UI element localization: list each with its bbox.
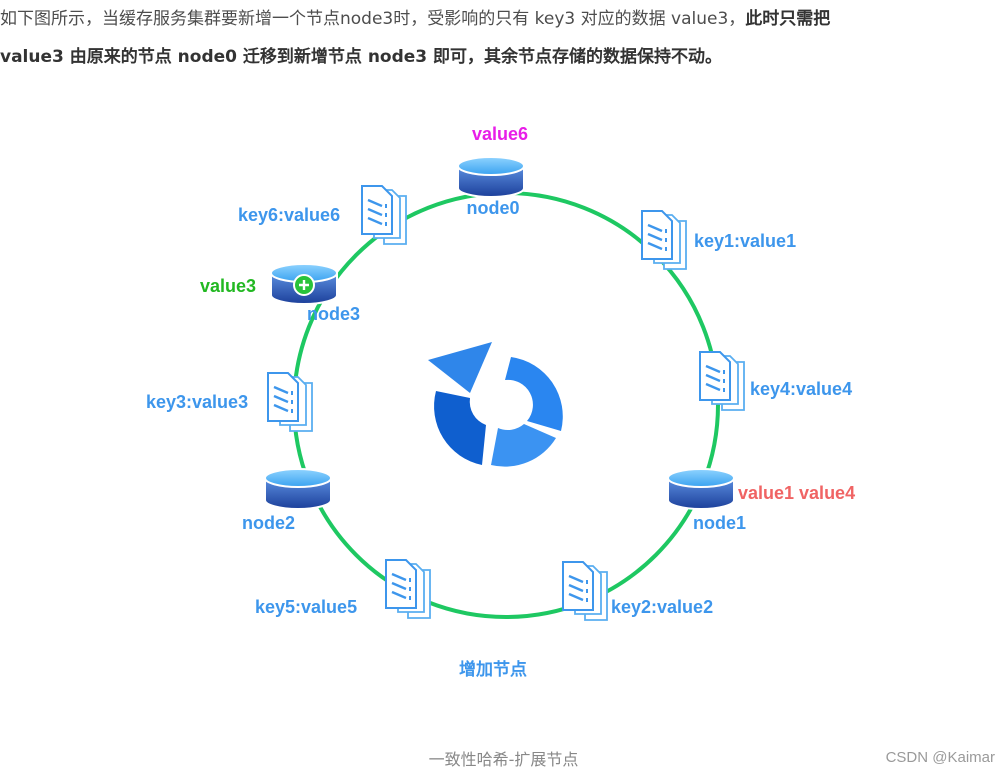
- node1-value-label: value1 value4: [738, 483, 855, 503]
- paragraph-bold-text-2: value3 由原来的节点 node0 迁移到新增节点 node3 即可，其余节…: [0, 47, 723, 67]
- key2-document-icon: [561, 560, 609, 622]
- description-paragraph: 如下图所示，当缓存服务集群要新增一个节点node3时，受影响的只有 key3 对…: [0, 0, 1005, 76]
- paragraph-line-2: value3 由原来的节点 node0 迁移到新增节点 node3 即可，其余节…: [0, 38, 1005, 76]
- key2-label: key2:value2: [611, 597, 713, 617]
- node3-database-icon: [270, 263, 338, 305]
- node0-database-icon: [457, 156, 525, 198]
- watermark: CSDN @Kaimar: [885, 749, 995, 766]
- node3-value-label: value3: [200, 276, 256, 296]
- node1-database-icon: [667, 468, 735, 510]
- key1-label: key1:value1: [694, 231, 796, 251]
- key3-document-icon: [266, 371, 314, 433]
- node2-database-icon: [264, 468, 332, 510]
- diagram-subtitle: 增加节点: [459, 659, 527, 680]
- key1-document-icon: [640, 209, 688, 271]
- node1-label: node1: [693, 513, 746, 533]
- key5-label: key5:value5: [255, 597, 357, 617]
- node0-label: node0: [466, 198, 519, 218]
- node2-label: node2: [242, 513, 295, 533]
- paragraph-bold-text: 此时只需把: [745, 9, 831, 29]
- key4-label: key4:value4: [750, 379, 852, 399]
- key6-label: key6:value6: [238, 205, 340, 225]
- node0-value-label: value6: [472, 124, 528, 144]
- figure-caption: 一致性哈希-扩展节点: [428, 750, 579, 769]
- node3-label: node3: [307, 304, 360, 324]
- key3-label: key3:value3: [146, 392, 248, 412]
- key5-document-icon: [384, 558, 432, 620]
- key6-document-icon: [360, 184, 408, 246]
- paragraph-line-1: 如下图所示，当缓存服务集群要新增一个节点node3时，受影响的只有 key3 对…: [0, 0, 1005, 38]
- center-logo-icon: [428, 342, 563, 467]
- paragraph-text: 如下图所示，当缓存服务集群要新增一个节点node3时，受影响的只有 key3 对…: [0, 9, 746, 29]
- key4-document-icon: [698, 350, 746, 412]
